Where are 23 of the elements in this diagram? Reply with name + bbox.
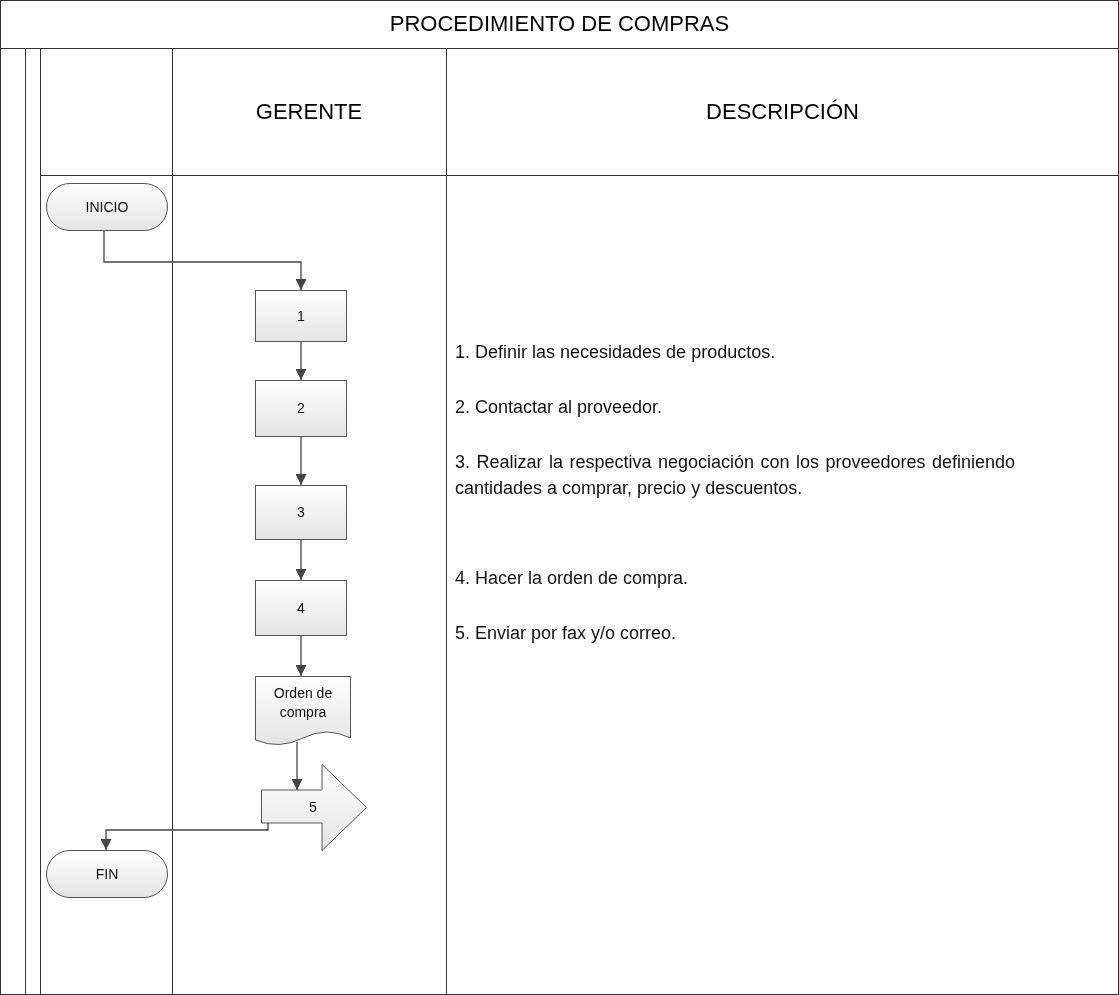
arrow <box>295 436 307 486</box>
document-shape: Orden de compra <box>255 676 351 748</box>
description-text: 2. Contactar al proveedor. <box>455 396 664 419</box>
arrow <box>295 341 307 381</box>
description-text: 4. Hacer la orden de compra. <box>455 567 690 590</box>
lane-header: GERENTE <box>255 98 363 125</box>
process-box: 2 <box>255 380 347 437</box>
process-box: 3 <box>255 485 347 540</box>
arrow <box>291 741 303 791</box>
arrow <box>295 539 307 581</box>
lane-header: DESCRIPCIÓN <box>706 98 859 125</box>
title: PROCEDIMIENTO DE COMPRAS <box>389 11 730 37</box>
terminator-pill: FIN <box>46 850 168 898</box>
arrow <box>100 822 269 851</box>
arrow <box>103 230 307 291</box>
process-box: 1 <box>255 290 347 342</box>
off-page-arrow-shape: 5 <box>261 764 367 851</box>
description-text: 1. Definir las necesidades de productos. <box>455 341 777 364</box>
terminator-pill: INICIO <box>46 183 168 231</box>
arrow <box>295 635 307 677</box>
description-text: 5. Enviar por fax y/o correo. <box>455 622 678 645</box>
description-text: 3. Realizar la respectiva negociación con los proveedores definiendo cantidades a comprar, precio y descuentos. <box>455 451 1015 500</box>
process-box: 4 <box>255 580 347 636</box>
